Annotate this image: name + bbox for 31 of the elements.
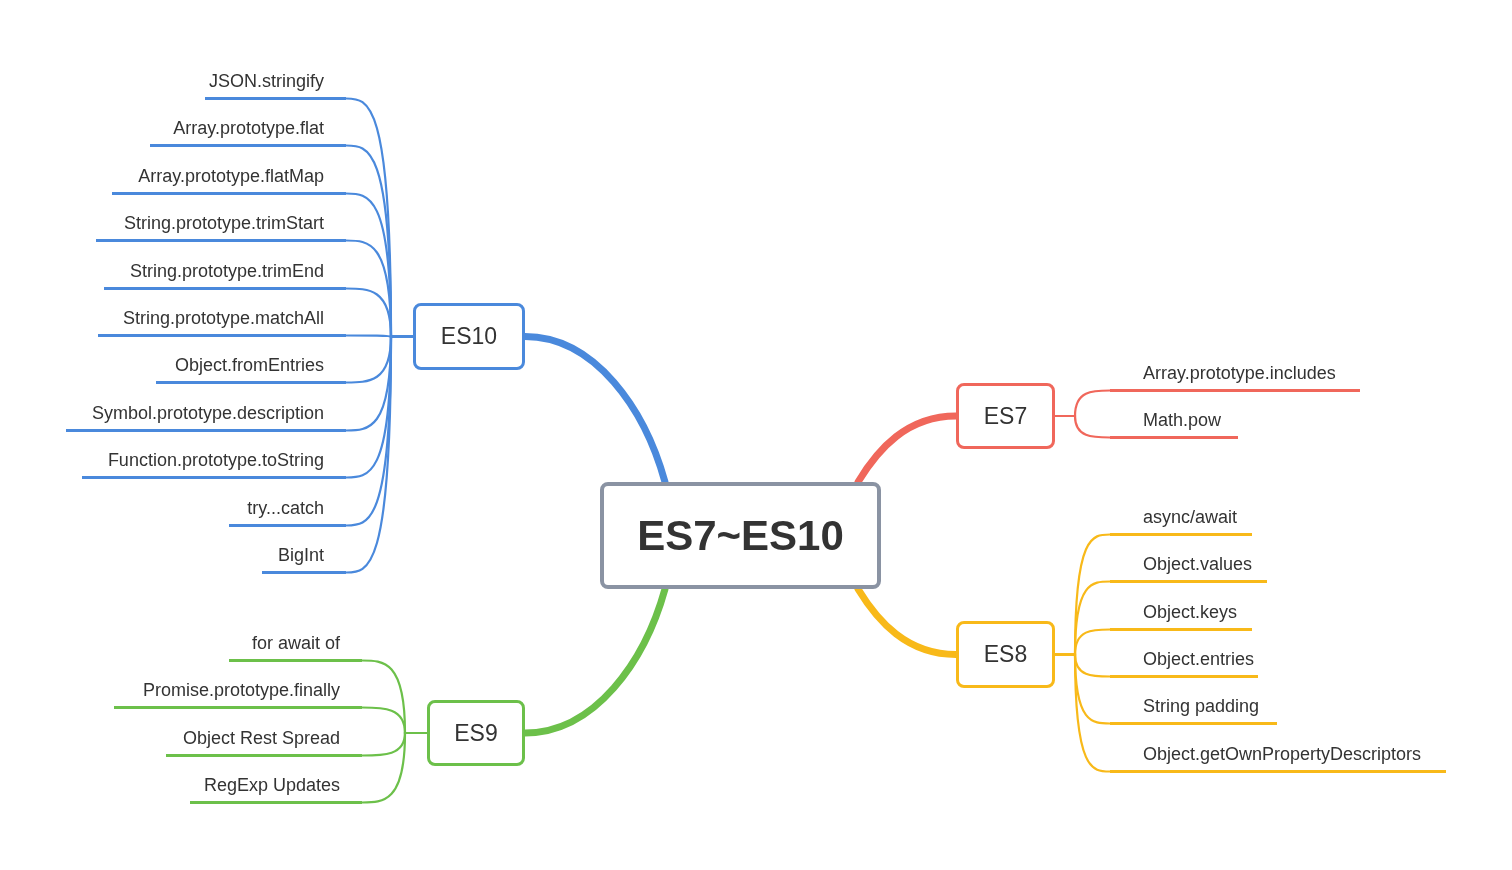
subtopic-label: Object.entries	[1110, 647, 1258, 678]
subtopic-label: Math.pow	[1110, 408, 1238, 439]
subtopic-label: Array.prototype.flat	[150, 116, 346, 147]
branch-topic-box: ES7	[956, 383, 1055, 449]
branch-topic-box: ES10	[413, 303, 525, 370]
subtopic-label: async/await	[1110, 505, 1252, 536]
subtopic-label: BigInt	[262, 543, 346, 574]
subtopic-label: String padding	[1110, 694, 1277, 725]
subtopic-label: String.prototype.trimEnd	[104, 259, 346, 290]
subtopic-label: Array.prototype.flatMap	[112, 164, 346, 195]
subtopic-label: String.prototype.matchAll	[98, 306, 346, 337]
branch-line	[344, 335, 415, 574]
subtopic-label: Object.getOwnPropertyDescriptors	[1110, 742, 1446, 773]
subtopic-label: Object.fromEntries	[156, 353, 346, 384]
subtopic-label: Object.values	[1110, 552, 1267, 583]
branch-topic-box: ES8	[956, 621, 1055, 688]
subtopic-label: Object Rest Spread	[166, 726, 362, 757]
branch-line	[360, 731, 429, 804]
branch-line	[1053, 414, 1112, 439]
subtopic-label: Symbol.prototype.description	[66, 401, 346, 432]
subtopic-label: JSON.stringify	[205, 69, 346, 100]
central-topic-box: ES7~ES10	[600, 482, 881, 589]
subtopic-label: RegExp Updates	[190, 773, 362, 804]
subtopic-label: Promise.prototype.finally	[114, 678, 362, 709]
subtopic-label: Object.keys	[1110, 600, 1252, 631]
subtopic-label: Function.prototype.toString	[82, 448, 346, 479]
branch-topic-box: ES9	[427, 700, 525, 766]
subtopic-label: String.prototype.trimStart	[96, 211, 346, 242]
subtopic-label: for await of	[229, 631, 362, 662]
subtopic-label: Array.prototype.includes	[1110, 361, 1360, 392]
subtopic-label: try...catch	[229, 496, 346, 527]
